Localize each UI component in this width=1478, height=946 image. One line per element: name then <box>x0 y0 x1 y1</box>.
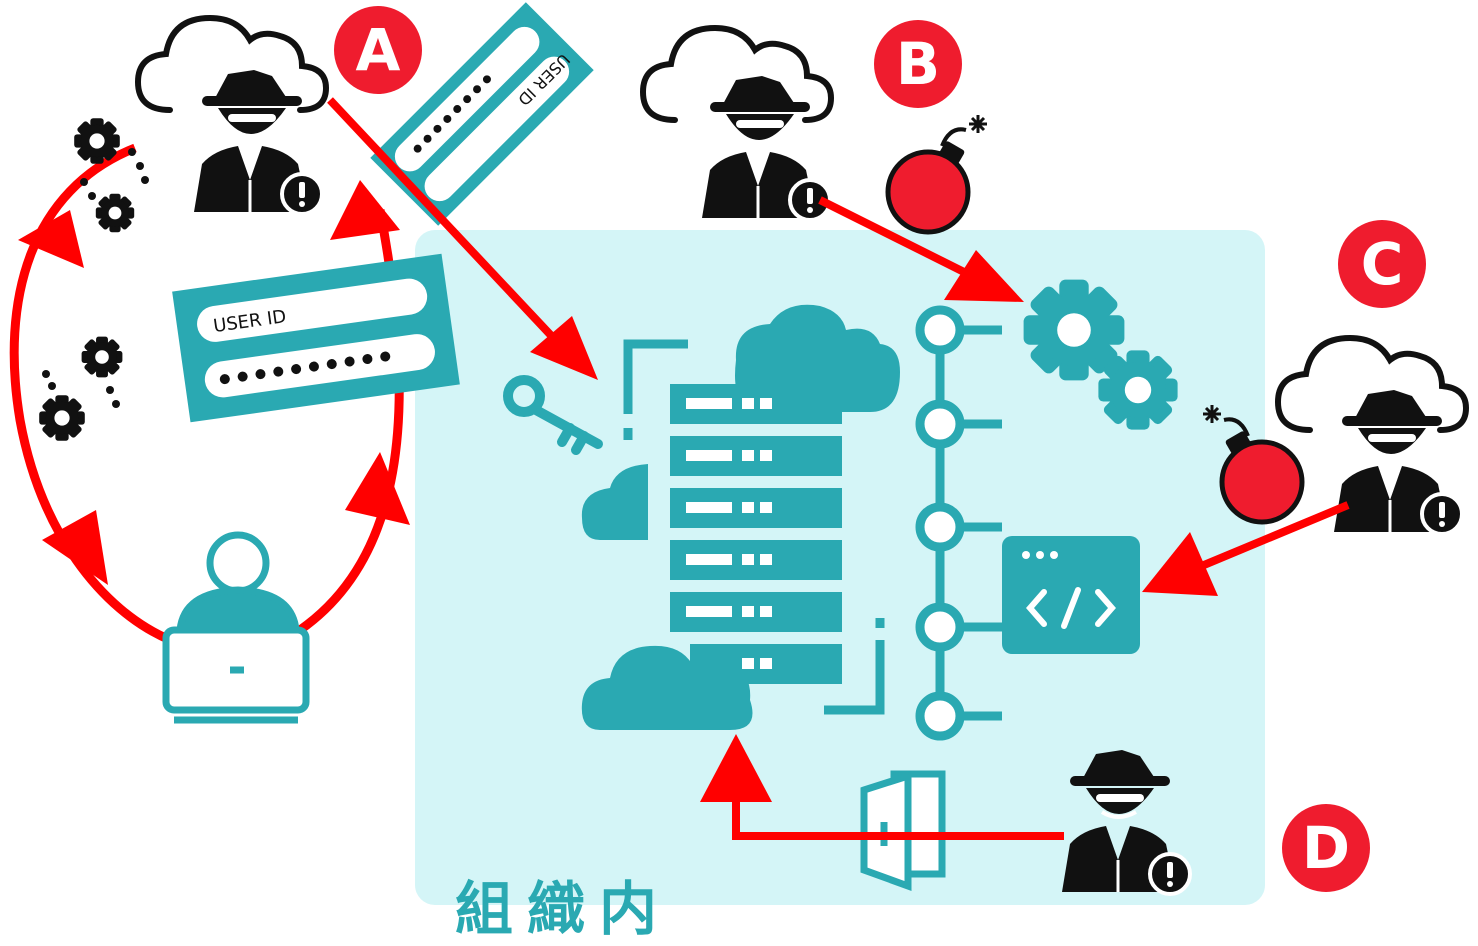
gear-icon <box>1098 350 1178 430</box>
gear-icon <box>95 193 135 233</box>
svg-text:A: A <box>356 16 401 84</box>
cloud-icon <box>581 464 648 540</box>
credential-card-top: USER ID <box>370 2 594 226</box>
code-window-icon <box>1002 536 1140 654</box>
svg-text:D: D <box>1302 814 1350 882</box>
key-icon <box>503 375 603 455</box>
credential-card-left: USER ID <box>172 253 460 423</box>
attack-arrow-a <box>327 97 598 380</box>
door-icon <box>860 770 946 891</box>
svg-text:B: B <box>896 30 940 98</box>
badge-c: C <box>1338 220 1426 308</box>
attack-arrow-c <box>1142 501 1350 596</box>
frame-brackets <box>623 339 885 715</box>
svg-text:C: C <box>1361 230 1404 298</box>
attack-arrow-b <box>818 196 1024 302</box>
hacker-icon <box>1332 388 1464 536</box>
dots-decoration <box>42 148 149 408</box>
badge-a: A <box>334 6 422 94</box>
hacker-icon <box>700 74 832 222</box>
bomb-icon <box>888 115 987 232</box>
server-rack-icon <box>670 384 842 684</box>
attack-arrow-d <box>700 734 1064 840</box>
hacker-icon <box>192 68 324 216</box>
organization-label: 組織内 <box>455 875 672 943</box>
network-node-icon <box>915 305 1002 741</box>
badge-d: D <box>1282 804 1370 892</box>
gear-icon <box>81 336 123 378</box>
laptop-user-icon <box>162 531 310 724</box>
loop-arrowheads <box>18 180 410 585</box>
gear-icon <box>39 395 85 441</box>
gear-icon <box>74 118 120 164</box>
badge-b: B <box>874 20 962 108</box>
